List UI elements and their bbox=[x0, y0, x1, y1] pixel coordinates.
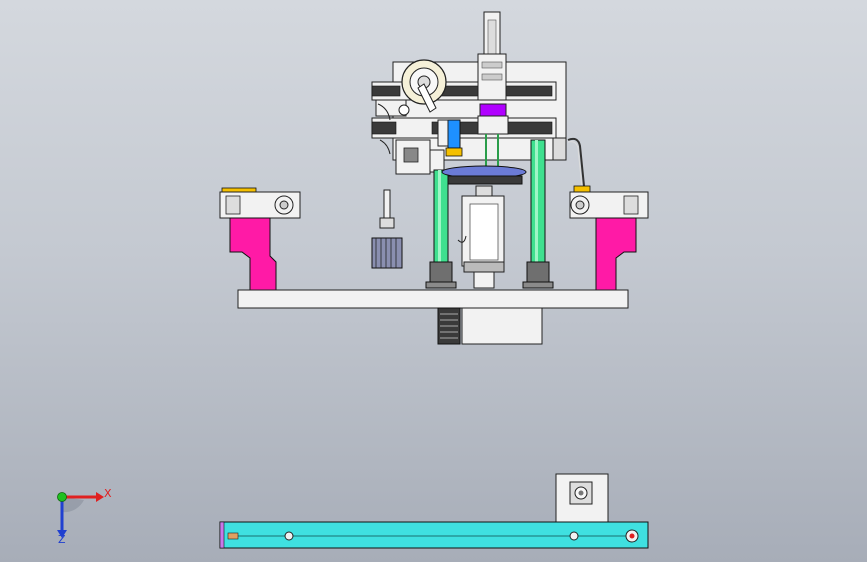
support-columns bbox=[425, 139, 554, 289]
base-plate bbox=[237, 289, 629, 345]
gantry-assembly bbox=[371, 11, 585, 189]
left-clamp-station bbox=[219, 187, 301, 291]
rotary-spindle bbox=[441, 165, 527, 289]
left-clamp-block bbox=[229, 217, 277, 291]
axis-triad-icon: X Z bbox=[57, 487, 112, 546]
axis-z-label: Z bbox=[58, 533, 66, 546]
gantry-back-plate-lower bbox=[552, 137, 567, 161]
slide-carriage bbox=[479, 103, 507, 117]
pneumatic-cylinder bbox=[447, 119, 461, 149]
right-clamp-station bbox=[569, 185, 649, 291]
gear-tool bbox=[371, 189, 403, 269]
right-clamp-block bbox=[595, 217, 637, 291]
bottom-linear-rail bbox=[219, 473, 649, 549]
axis-x-label: X bbox=[104, 487, 112, 500]
